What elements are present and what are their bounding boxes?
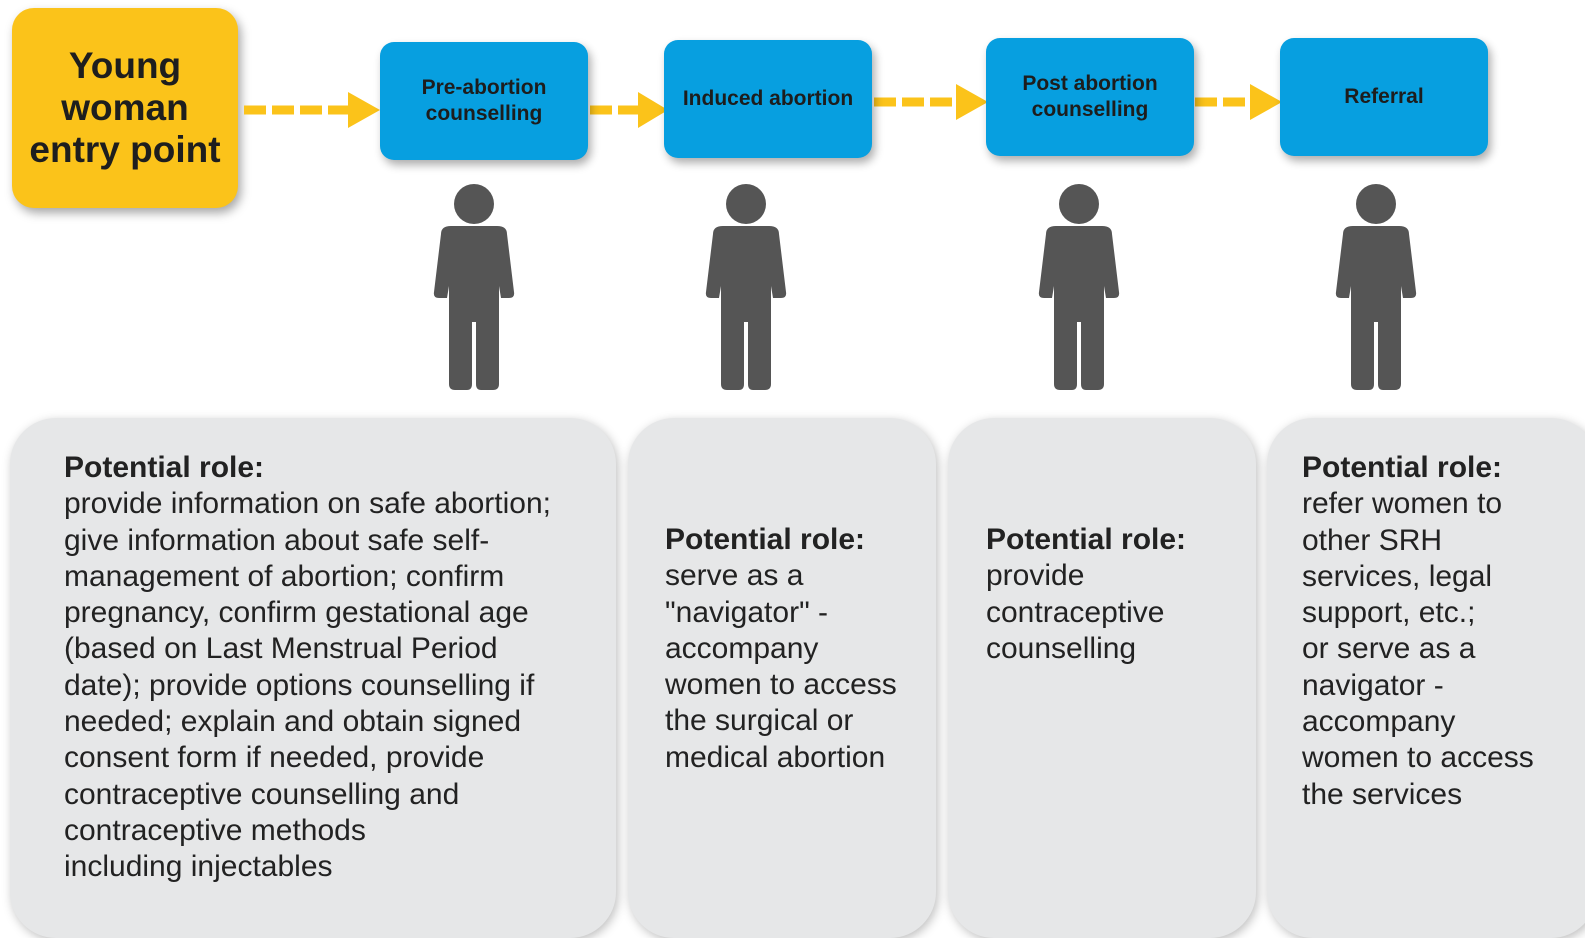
- role-card-post-abortion: Potential role: provide contraceptive co…: [948, 418, 1256, 938]
- person-icon: [433, 184, 515, 390]
- flow-arrows: [244, 84, 1282, 128]
- role-text: provide contraceptive counselling: [986, 559, 1165, 665]
- role-heading: Potential role:: [665, 523, 866, 556]
- step-pre-abortion-counselling: Pre-abortion counselling: [380, 42, 588, 160]
- arrow-head-2: [638, 92, 668, 128]
- step-post-abortion-counselling: Post abortion counselling: [986, 38, 1194, 156]
- person-icon: [705, 184, 787, 390]
- role-text: serve as a "navigator" - accompany women…: [665, 559, 897, 774]
- role-text: provide information on safe abortion; gi…: [64, 487, 551, 884]
- arrow-head-1: [348, 92, 380, 128]
- role-card-referral: Potential role: refer women to other SRH…: [1267, 418, 1585, 938]
- role-heading: Potential role:: [1302, 451, 1503, 484]
- role-heading: Potential role:: [986, 523, 1187, 556]
- arrow-head-3: [956, 84, 988, 120]
- role-text: refer women to other SRH services, legal…: [1302, 487, 1534, 811]
- role-heading: Potential role:: [64, 451, 265, 484]
- person-icon: [1038, 184, 1120, 390]
- step-referral: Referral: [1280, 38, 1488, 156]
- role-card-pre-abortion: Potential role: provide information on s…: [10, 418, 616, 938]
- entry-point-box: Young woman entry point: [12, 8, 238, 208]
- person-icon: [1335, 184, 1417, 390]
- step-induced-abortion: Induced abortion: [664, 40, 872, 158]
- role-card-induced-abortion: Potential role: serve as a "navigator" -…: [628, 418, 936, 938]
- arrow-head-4: [1250, 84, 1282, 120]
